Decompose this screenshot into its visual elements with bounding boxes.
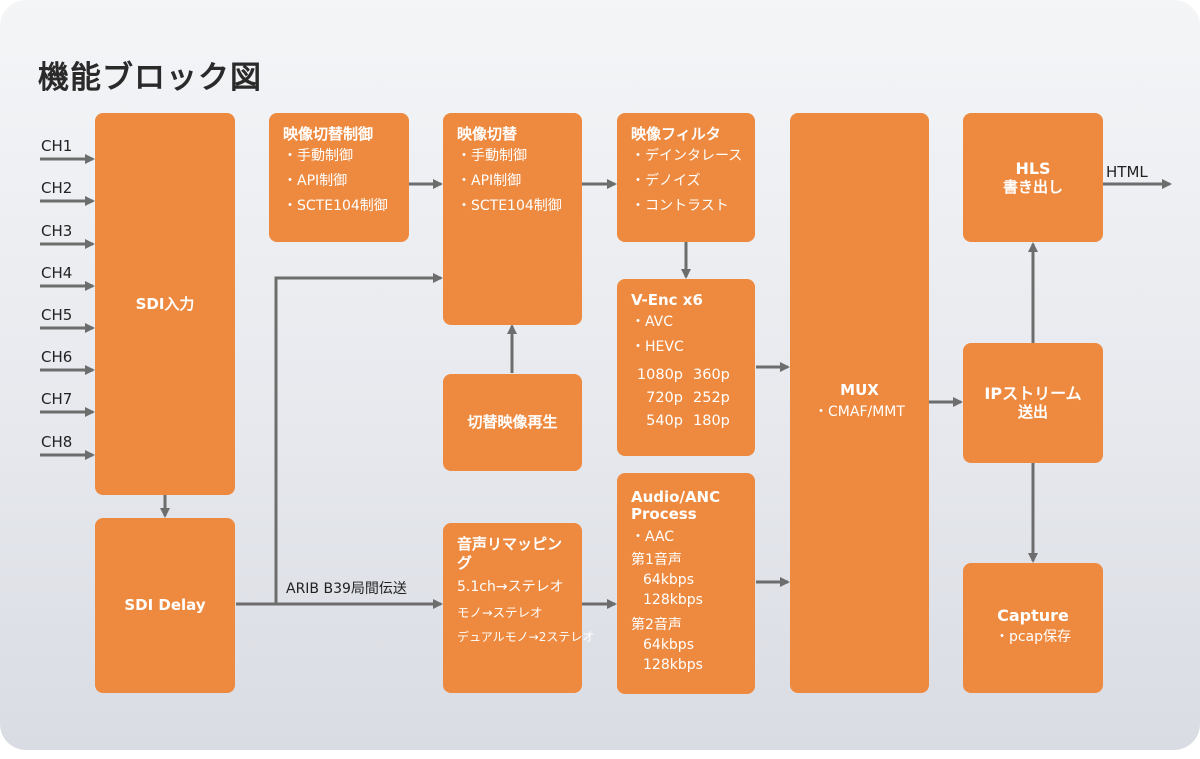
hls-title-line1: HLS (1015, 158, 1051, 178)
resolution-720p: 720p (646, 390, 683, 406)
channel-label-5: CH5 (41, 306, 73, 324)
video-filter-item-contrast: ・コントラスト (631, 198, 729, 214)
audio-anc-voice2-rate-64: 64kbps (643, 637, 694, 653)
audio-anc-aac: ・AAC (631, 529, 675, 545)
channel-label-2: CH2 (41, 179, 73, 197)
video-switch-title: 映像切替 (457, 125, 518, 143)
ip-stream-block: IPストリーム 送出 (963, 343, 1103, 463)
resolution-360p: 360p (693, 367, 730, 383)
video-encoder-title: V-Enc x6 (631, 291, 703, 309)
audio-anc-voice1-rate-64: 64kbps (643, 572, 694, 588)
audio-remap-block: 音声リマッピング 5.1ch→ステレオ モノ→ステレオ デュアルモノ→2ステレオ (443, 523, 595, 693)
video-switch-item-manual: ・手動制御 (457, 148, 527, 164)
arib-label: ARIB B39局間伝送 (286, 581, 407, 597)
audio-anc-title-line2: Process (631, 505, 697, 523)
html-output-label: HTML (1106, 163, 1148, 181)
switch-control-item-scte104: ・SCTE104制御 (283, 198, 388, 214)
switch-control-block: 映像切替制御 ・手動制御 ・API制御 ・SCTE104制御 (269, 113, 409, 242)
capture-block: Capture ・pcap保存 (963, 563, 1103, 693)
video-filter-item-denoise: ・デノイズ (631, 173, 701, 189)
video-filter-block: 映像フィルタ ・デインタレース ・デノイズ ・コントラスト (617, 113, 755, 242)
audio-anc-voice2: 第2音声 (631, 617, 682, 633)
channel-label-1: CH1 (41, 137, 73, 155)
capture-title: Capture (997, 606, 1069, 625)
channel-label-8: CH8 (41, 433, 73, 451)
audio-remap-item-dual: デュアルモノ→2ステレオ (457, 630, 595, 644)
video-switch-item-api: ・API制御 (457, 173, 522, 189)
video-encoder-codec-hevc: ・HEVC (631, 339, 684, 355)
video-filter-title: 映像フィルタ (631, 125, 721, 143)
resolution-grid: 1080p 360p 720p 252p 540p 180p (631, 364, 745, 433)
resolution-252p: 252p (693, 390, 730, 406)
audio-remap-item-51ch: 5.1ch→ステレオ (457, 579, 564, 595)
switch-control-item-api: ・API制御 (283, 173, 348, 189)
channel-label-7: CH7 (41, 390, 73, 408)
sdi-input-title: SDI入力 (135, 294, 195, 313)
video-switch-item-scte104: ・SCTE104制御 (457, 198, 562, 214)
sdi-delay-title: SDI Delay (124, 596, 206, 614)
video-filter-item-deinterlace: ・デインタレース (631, 148, 743, 164)
video-encoder-block: V-Enc x6 ・AVC ・HEVC 1080p 360p 720p 252p… (617, 279, 755, 456)
video-switch-block: 映像切替 ・手動制御 ・API制御 ・SCTE104制御 (443, 113, 582, 325)
channel-label-6: CH6 (41, 348, 73, 366)
audio-remap-title: 音声リマッピング (457, 535, 563, 572)
sdi-input-block: SDI入力 (95, 113, 235, 495)
channel-label-3: CH3 (41, 222, 73, 240)
delay-to-switch-arrow (274, 273, 443, 604)
channel-label-4: CH4 (41, 264, 73, 282)
video-encoder-codec-avc: ・AVC (631, 314, 674, 330)
audio-anc-voice2-rate-128: 128kbps (643, 657, 703, 673)
resolution-180p: 180p (693, 413, 730, 429)
hls-title-line2: 書き出し (1002, 177, 1063, 196)
resolution-540p: 540p (646, 413, 683, 429)
switch-control-item-manual: ・手動制御 (283, 148, 353, 164)
sdi-delay-block: SDI Delay (95, 518, 235, 693)
mux-format: ・CMAF/MMT (814, 404, 905, 420)
mux-title: MUX (840, 381, 879, 399)
ip-stream-title-line1: IPストリーム (984, 384, 1082, 403)
hls-block: HLS 書き出し (963, 113, 1103, 242)
page-title: 機能ブロック図 (38, 60, 262, 96)
switch-playback-block: 切替映像再生 (443, 374, 582, 471)
ip-stream-title-line2: 送出 (1017, 403, 1048, 421)
mux-block: MUX ・CMAF/MMT (790, 113, 929, 693)
resolution-1080p: 1080p (636, 367, 683, 383)
audio-anc-block: Audio/ANC Process ・AAC 第1音声 64kbps 128kb… (617, 473, 755, 694)
audio-remap-item-mono: モノ→ステレオ (457, 605, 543, 620)
audio-anc-voice1-rate-128: 128kbps (643, 592, 703, 608)
capture-item-pcap: ・pcap保存 (994, 629, 1072, 645)
audio-anc-voice1: 第1音声 (631, 552, 682, 568)
switch-playback-title: 切替映像再生 (467, 413, 558, 431)
audio-anc-title-line1: Audio/ANC (631, 488, 721, 506)
switch-control-title: 映像切替制御 (283, 125, 374, 143)
